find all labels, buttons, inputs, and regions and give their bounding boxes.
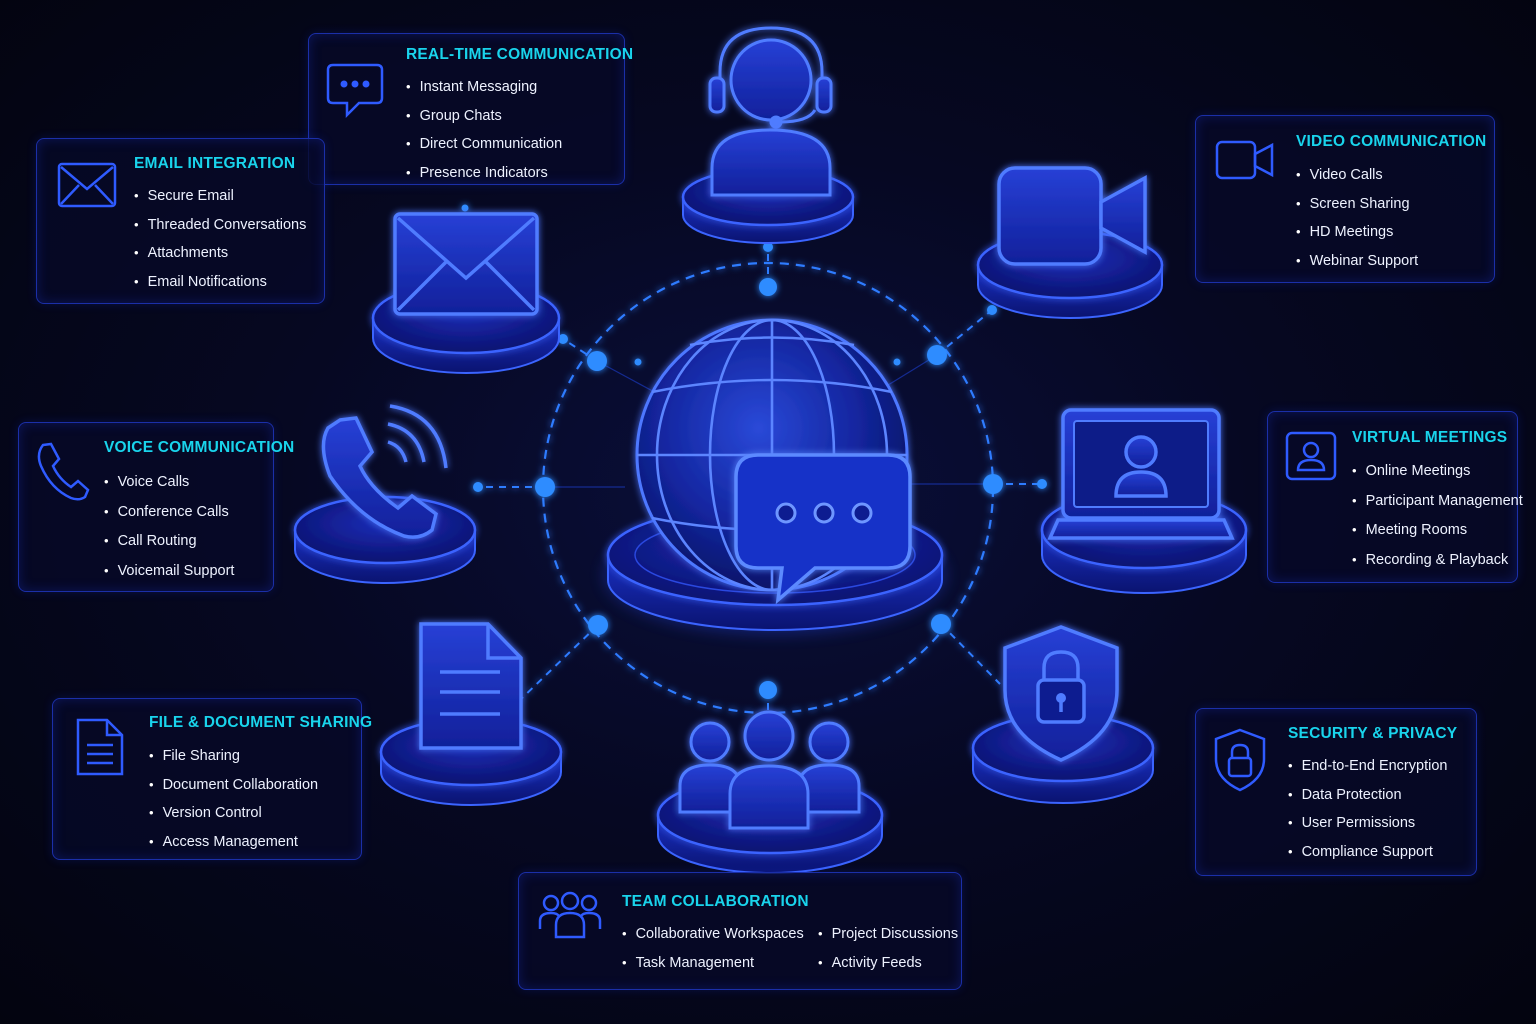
list-item: Document Collaboration xyxy=(149,771,319,800)
phone-icon xyxy=(321,404,448,539)
panel-team-collaboration: TEAM COLLABORATION Collaborative Workspa… xyxy=(518,872,962,990)
people-group-icon xyxy=(538,891,602,939)
panel-title: REAL-TIME COMMUNICATION xyxy=(406,46,634,63)
document-icon xyxy=(76,718,124,776)
node-headset-agent xyxy=(681,26,855,244)
shield-lock-icon xyxy=(1003,625,1119,762)
panel-title: VIRTUAL MEETINGS xyxy=(1352,429,1508,446)
feature-list: Collaborative Workspaces Project Discuss… xyxy=(622,920,959,978)
feature-list: Voice Calls Conference Calls Call Routin… xyxy=(104,467,235,586)
list-item: File Sharing xyxy=(149,742,318,771)
list-item: Project Discussions xyxy=(818,920,959,949)
list-item: Direct Communication xyxy=(406,130,563,159)
feature-list: Video Calls Screen Sharing HD Meetings W… xyxy=(1296,161,1419,276)
panel-title: VIDEO COMMUNICATION xyxy=(1296,133,1487,150)
panel-video-communication: VIDEO COMMUNICATION Video Calls Screen S… xyxy=(1195,115,1495,283)
panel-realtime-communication: REAL-TIME COMMUNICATION Instant Messagin… xyxy=(308,33,633,188)
list-item: Voice Calls xyxy=(104,467,234,497)
list-item: End-to-End Encryption xyxy=(1288,752,1448,781)
panel-title: TEAM COLLABORATION xyxy=(622,893,809,910)
chat-bubble-icon xyxy=(734,453,912,605)
people-group-icon xyxy=(678,710,861,830)
list-item: Activity Feeds xyxy=(818,949,958,978)
panel-email-integration: EMAIL INTEGRATION Secure Email Threaded … xyxy=(36,138,325,304)
list-item: Webinar Support xyxy=(1296,247,1419,276)
phone-icon xyxy=(37,442,90,501)
list-item: Threaded Conversations xyxy=(134,211,307,240)
node-envelope xyxy=(371,212,561,374)
list-item: Task Management xyxy=(622,949,818,978)
panel-virtual-meetings: VIRTUAL MEETINGS Online Meetings Partici… xyxy=(1267,411,1523,583)
document-icon xyxy=(419,622,523,750)
chat-bubble-icon xyxy=(326,63,384,118)
list-item: Instant Messaging xyxy=(406,73,562,102)
list-item: Collaborative Workspaces xyxy=(622,920,818,949)
list-item: Voicemail Support xyxy=(104,556,235,586)
envelope-icon xyxy=(393,212,539,316)
user-frame-icon xyxy=(1285,431,1337,481)
video-camera-icon xyxy=(997,166,1147,266)
list-item: Online Meetings xyxy=(1352,456,1523,486)
list-item: Version Control xyxy=(149,799,318,828)
feature-list: Online Meetings Participant Management M… xyxy=(1352,456,1523,574)
node-security-shield xyxy=(971,625,1155,804)
panel-title: VOICE COMMUNICATION xyxy=(104,439,295,456)
connection-inner-lines xyxy=(545,354,993,488)
node-laptop-meeting xyxy=(1040,408,1248,594)
node-team-group xyxy=(656,710,884,874)
video-camera-icon xyxy=(1215,140,1274,180)
node-video-camera xyxy=(976,166,1164,319)
feature-list: End-to-End Encryption Data Protection Us… xyxy=(1288,752,1448,867)
list-item: Meeting Rooms xyxy=(1352,515,1523,545)
list-item: Recording & Playback xyxy=(1352,545,1523,575)
feature-list: Instant Messaging Group Chats Direct Com… xyxy=(406,73,563,188)
list-item: Access Management xyxy=(149,828,318,857)
list-item: Secure Email xyxy=(134,182,306,211)
feature-list: Secure Email Threaded Conversations Atta… xyxy=(134,182,307,297)
shield-lock-icon xyxy=(1214,728,1266,792)
list-item: Presence Indicators xyxy=(406,159,562,188)
feature-list: File Sharing Document Collaboration Vers… xyxy=(149,742,319,857)
panel-file-document-sharing: FILE & DOCUMENT SHARING File Sharing Doc… xyxy=(52,698,372,860)
laptop-user-icon xyxy=(1047,408,1235,540)
list-item: Attachments xyxy=(134,239,306,268)
list-item: Participant Management xyxy=(1352,486,1523,516)
panel-title: EMAIL INTEGRATION xyxy=(134,155,296,172)
list-item: Group Chats xyxy=(406,102,562,131)
node-phone xyxy=(293,404,477,584)
connection-dots xyxy=(461,204,1047,699)
list-item: Video Calls xyxy=(1296,161,1418,190)
panel-title: SECURITY & PRIVACY xyxy=(1288,725,1458,742)
list-item: Compliance Support xyxy=(1288,838,1447,867)
list-item: Call Routing xyxy=(104,526,234,556)
list-item: Email Notifications xyxy=(134,268,306,297)
list-item: Data Protection xyxy=(1288,781,1447,810)
list-item: User Permissions xyxy=(1288,809,1447,838)
envelope-icon xyxy=(57,162,117,208)
list-item: HD Meetings xyxy=(1296,218,1418,247)
panel-security-privacy: SECURITY & PRIVACY End-to-End Encryption… xyxy=(1195,708,1477,876)
headset-icon xyxy=(708,26,833,197)
panel-voice-communication: VOICE COMMUNICATION Voice Calls Conferen… xyxy=(18,422,294,592)
list-item: Screen Sharing xyxy=(1296,190,1418,219)
node-document xyxy=(379,622,563,806)
list-item: Conference Calls xyxy=(104,497,234,527)
panel-title: FILE & DOCUMENT SHARING xyxy=(149,714,373,731)
